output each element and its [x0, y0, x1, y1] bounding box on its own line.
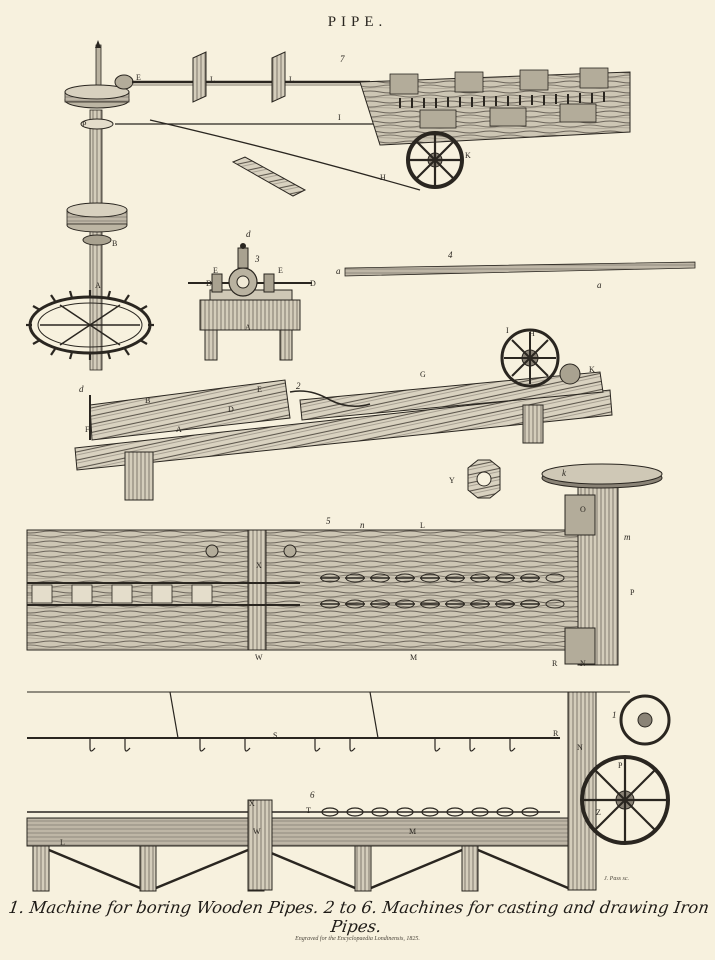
figure-6-elevation — [26, 691, 671, 892]
plate-title: PIPE. — [327, 14, 388, 30]
figure-y-detail — [467, 459, 501, 499]
plate-caption: 1. Machine for boring Wooden Pipes. 2 to… — [7, 898, 711, 936]
figure-7-drive — [115, 51, 631, 197]
engraver-credit: J. Pass sc. — [604, 876, 629, 882]
figure-5-plan — [26, 463, 663, 666]
figure-2-rack-trough — [74, 328, 613, 501]
figure-1-boring-machine — [26, 40, 154, 371]
figure-4-rod — [344, 261, 696, 277]
figure-3-stand — [188, 243, 312, 361]
plate-imprint: Engraved for the Encyclopaedia Londinens… — [295, 936, 420, 942]
